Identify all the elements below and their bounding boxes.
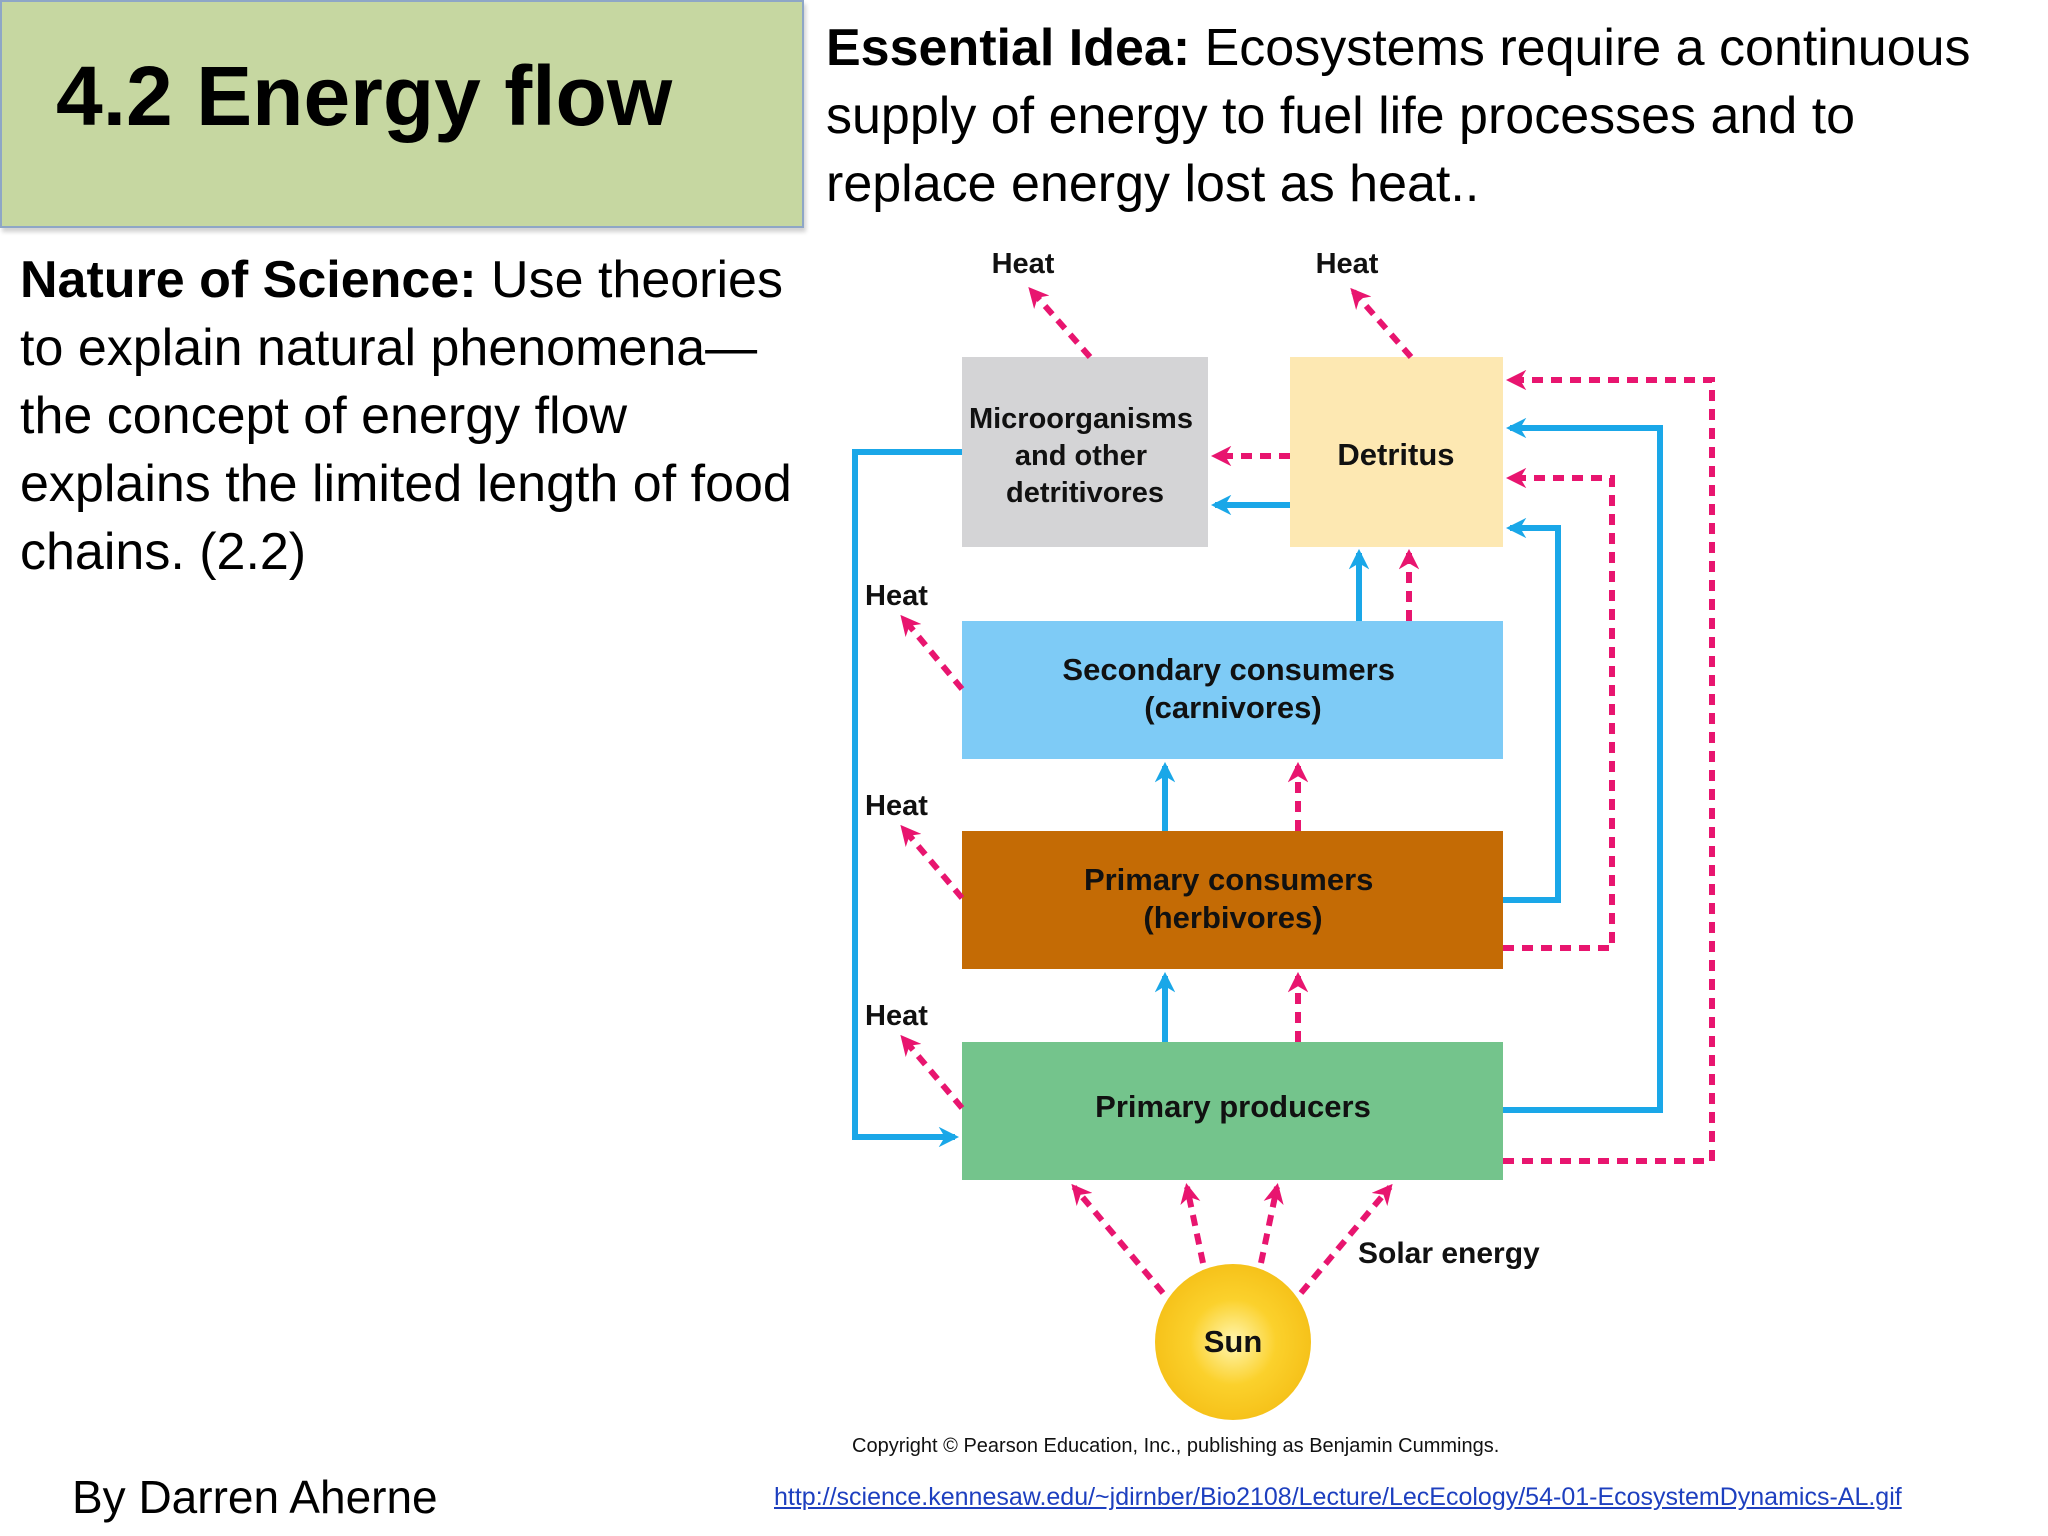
detritivore-return-arrow [852,449,962,1148]
producers-to-detritus-arrow [1503,417,1663,1113]
source-link[interactable]: http://science.kennesaw.edu/~jdirnber/Bi… [774,1483,1902,1511]
primary-consumers-box [962,831,1503,969]
solar-ray-4 [1298,1183,1393,1295]
primary-to-detritus-heat-arrow [1503,467,1615,951]
primary-consumers-label: Primary consumers (herbivores) [1084,862,1382,935]
heat-label: Heat [1316,248,1379,280]
sun [1155,1264,1311,1420]
solar-ray-1 [1071,1183,1166,1295]
nature-of-science-text: Use theories to explain natural phenomen… [20,251,792,581]
author: By Darren Aherne [72,1471,438,1523]
primary-heat-arrow [900,824,965,900]
heat-arrows [900,286,1715,1295]
detritus-heat-arrow [1350,287,1414,359]
heat-label: Heat [865,1000,928,1032]
sun-label: Sun [1204,1324,1263,1359]
title-banner: 4.2 Energy flow [0,0,804,228]
essential-idea-label: Essential Idea: [826,19,1191,77]
microorganisms-heat-arrow [1028,286,1093,359]
microorganisms-label: Microorganisms and other detritivores [969,403,1201,509]
slide-title: 4.2 Energy flow [56,49,673,143]
primary-producers-box [962,1042,1503,1180]
heat-label: Heat [992,248,1055,280]
solar-ray-3 [1258,1183,1284,1264]
detritus-label: Detritus [1337,437,1454,472]
heat-label: Heat [865,790,928,822]
copyright-note: Copyright © Pearson Education, Inc., pub… [852,1435,1500,1457]
primary-to-detritus-arrow [1503,517,1561,903]
producers-to-detritus-heat-arrow [1503,369,1715,1164]
producers-heat-arrow [900,1034,965,1110]
nature-of-science-label: Nature of Science: [20,251,477,309]
secondary-consumers-label: Secondary consumers (carnivores) [1062,652,1403,725]
heat-label: Heat [865,580,928,612]
solar-ray-2 [1180,1183,1206,1264]
detritus-box [1290,357,1503,547]
secondary-consumers-box [962,621,1503,759]
essential-idea-text: Ecosystems require a continuous supply o… [826,19,1971,213]
secondary-heat-arrow [900,614,965,691]
solar-energy-label: Solar energy [1358,1237,1540,1270]
nature-of-science: Nature of Science: Use theories to expla… [20,246,800,586]
microorganisms-box [962,357,1208,547]
essential-idea: Essential Idea: Ecosystems require a con… [826,14,1996,218]
energy-flow-arrows [852,417,1663,1148]
primary-producers-label: Primary producers [1095,1089,1371,1124]
